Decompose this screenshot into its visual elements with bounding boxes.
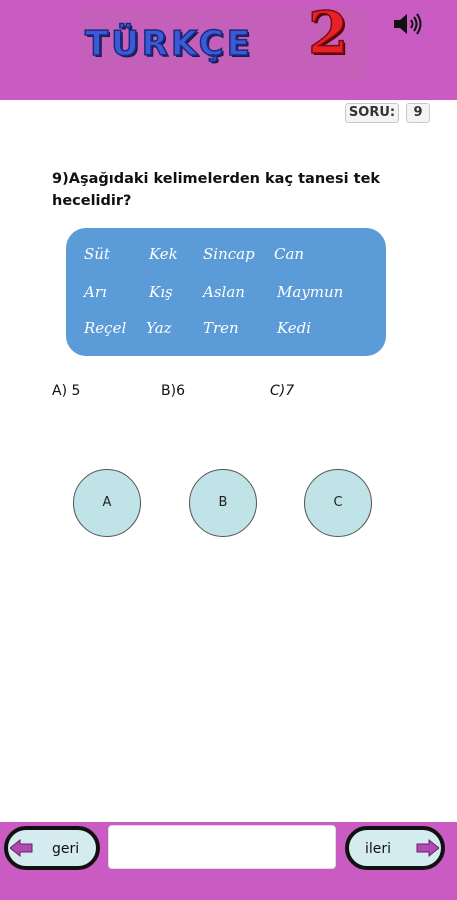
arrow-left-icon	[10, 838, 33, 858]
word-item: Kedi	[277, 319, 312, 337]
header-bar: TÜRKÇE 2	[0, 0, 457, 100]
word-item: Aslan	[203, 283, 245, 301]
back-button[interactable]: geri	[4, 826, 100, 870]
app-title-number: 2	[307, 0, 349, 67]
choice-b-button[interactable]: B	[189, 469, 257, 537]
app-logo	[80, 8, 366, 80]
arrow-right-icon	[416, 838, 439, 858]
word-item: Süt	[84, 245, 110, 263]
word-list-box: Süt Kek Sincap Can Arı Kış Aslan Maymun …	[66, 228, 386, 356]
answer-option-a-text: A) 5	[52, 383, 81, 399]
word-item: Arı	[84, 283, 107, 301]
word-item: Can	[274, 245, 305, 263]
speaker-icon[interactable]	[392, 12, 424, 36]
question-counter-value: 9	[406, 103, 430, 123]
answer-option-c-text: C)7	[270, 383, 295, 399]
word-item: Reçel	[84, 319, 127, 337]
choice-c-button[interactable]: C	[304, 469, 372, 537]
choice-a-button[interactable]: A	[73, 469, 141, 537]
feedback-field	[108, 825, 336, 869]
next-button-label: ileri	[365, 841, 392, 857]
answer-option-b-text: B)6	[161, 383, 185, 399]
word-item: Yaz	[146, 319, 172, 337]
app-title: TÜRKÇE	[84, 23, 253, 65]
question-text: 9)Aşağıdaki kelimelerden kaç tanesi tek …	[52, 171, 381, 209]
question-counter-label: SORU:	[345, 103, 399, 123]
word-item: Kek	[149, 245, 178, 263]
word-item: Maymun	[277, 283, 344, 301]
word-item: Kış	[149, 283, 173, 301]
word-item: Sincap	[203, 245, 255, 263]
back-button-label: geri	[52, 841, 80, 857]
word-item: Tren	[203, 319, 239, 337]
next-button[interactable]: ileri	[345, 826, 445, 870]
